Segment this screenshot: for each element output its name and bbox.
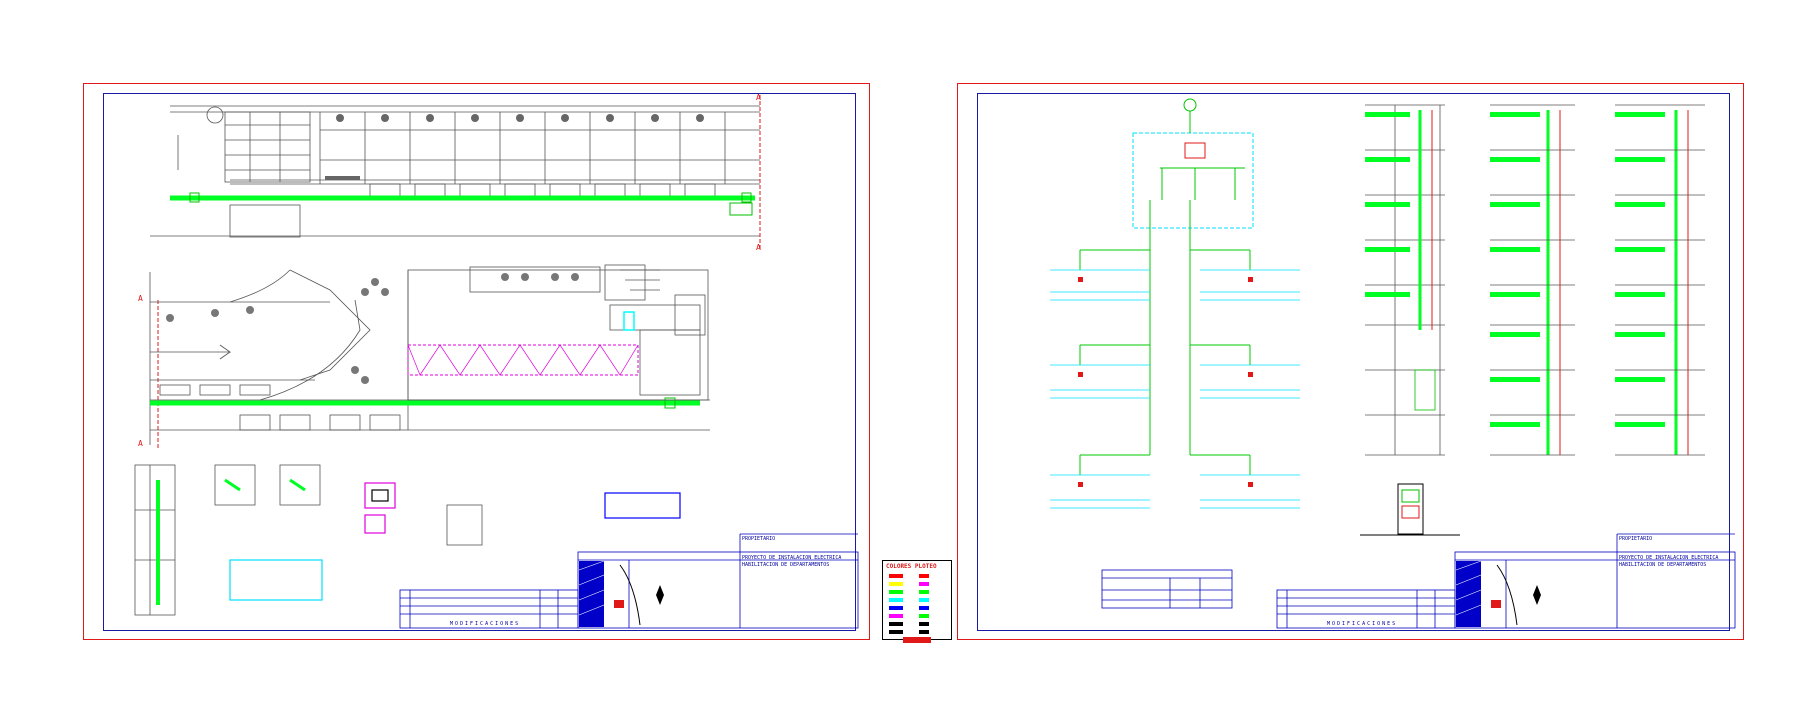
electric-line-top: [157, 95, 761, 450]
detail-stair-section: [134, 464, 483, 616]
svg-text:A: A: [138, 294, 143, 303]
legend-swatch: [889, 598, 903, 602]
legend-swatch: [889, 590, 903, 594]
building-riser-1: [1365, 104, 1445, 456]
riser-columns-green: [1418, 110, 1678, 455]
sheet-1-project-line-1: PROYECTO DE INSTALACION ELECTRICA: [742, 555, 842, 561]
load-table: [1101, 569, 1233, 609]
legend-swatch-row: [889, 621, 945, 628]
apartment-boards-green: [1365, 112, 1665, 427]
plot-color-legend: COLORES PLOTEO: [882, 560, 952, 643]
legend-swatch-row: [889, 597, 945, 604]
floor-lines-risers: [1490, 104, 1705, 456]
single-line-diagram: [1079, 98, 1254, 475]
legend-swatch-row: [889, 589, 945, 596]
site-hatch-sheet-1: [578, 560, 664, 627]
sheet-1-owner: PROPIETARIO: [742, 536, 776, 542]
corridor-plan-top: [150, 105, 760, 238]
legend-swatch-secondary: [919, 614, 929, 618]
site-hatch-sheet-2: [1455, 560, 1541, 627]
drawing-sheet-1: [83, 83, 870, 640]
detail-boxes: [229, 482, 681, 601]
sheet-2-frame: [977, 93, 1730, 631]
legend-swatch: [889, 622, 903, 626]
sheet-2-owner: PROPIETARIO: [1619, 536, 1653, 542]
legend-swatch-list: [889, 573, 945, 637]
legend-swatch: [889, 606, 903, 610]
legend-swatch-row: [889, 581, 945, 588]
legend-swatch: [889, 630, 903, 634]
title-block-sheet-1: [399, 533, 859, 629]
car-symbols-top: [325, 114, 704, 180]
meter-cabinet-detail: [1360, 483, 1460, 536]
magenta-zone: [407, 311, 639, 376]
svg-text:A: A: [138, 439, 143, 448]
drawing-sheet-2: [957, 83, 1744, 640]
legend-title: COLORES PLOTEO: [886, 563, 937, 570]
legend-swatch-secondary: [919, 598, 929, 602]
sheet-1-modifications-header: MODIFICACIONES: [450, 621, 521, 627]
legend-swatch-secondary: [919, 582, 929, 586]
legend-swatch: [889, 614, 903, 618]
legend-swatch-row: [889, 605, 945, 612]
legend-swatch-secondary: [919, 590, 929, 594]
sheet-1-frame: [103, 93, 856, 631]
legend-swatch-secondary: [919, 622, 929, 626]
breaker-markers: [1078, 277, 1253, 487]
legend-swatch-secondary: [919, 574, 929, 578]
sheet-2-modifications-header: MODIFICACIONES: [1327, 621, 1398, 627]
section-markers: A A A A: [138, 93, 761, 448]
distribution-boards: [1050, 269, 1300, 509]
legend-swatch-secondary: [919, 606, 929, 610]
legend-swatch-row: [889, 613, 945, 620]
sheet-2-project-line-2: HABILITACION DE DEPARTAMENTOS: [1619, 562, 1707, 568]
svg-text:A: A: [756, 243, 761, 252]
svg-text:A: A: [756, 93, 761, 102]
legend-swatch-row: [889, 629, 945, 636]
ground-floor-plan: [149, 264, 710, 445]
riser-columns-red: [1431, 110, 1689, 455]
legend-swatch-secondary: [919, 630, 929, 634]
furniture-symbols: [166, 273, 579, 384]
sheet-1-project-line-2: HABILITACION DE DEPARTAMENTOS: [742, 562, 830, 568]
legend-swatch-row: [889, 573, 945, 580]
legend-swatch: [889, 582, 903, 586]
legend-footer-bar: [903, 637, 931, 643]
legend-swatch: [889, 574, 903, 578]
sheet-2-project-line-1: PROYECTO DE INSTALACION ELECTRICA: [1619, 555, 1719, 561]
title-block-sheet-2: [1276, 533, 1736, 629]
